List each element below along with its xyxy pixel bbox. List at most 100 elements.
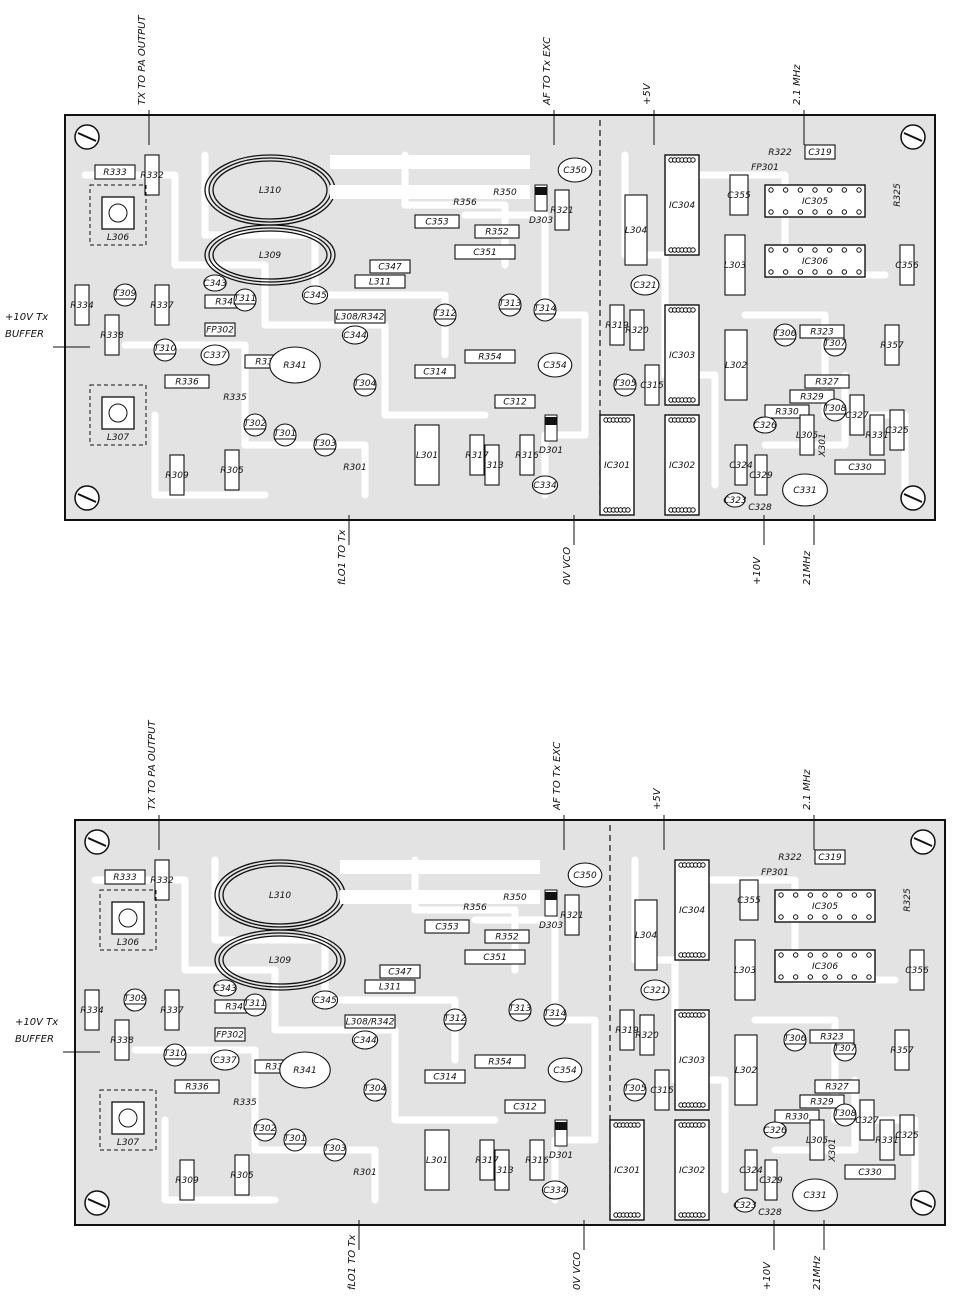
component-label: R329 bbox=[810, 1098, 834, 1108]
component-label: R341 bbox=[283, 361, 306, 371]
resistor bbox=[734, 444, 748, 486]
ic-pin bbox=[807, 914, 814, 920]
resistor bbox=[224, 449, 240, 491]
resistor bbox=[414, 424, 440, 486]
component-label: C328 bbox=[748, 503, 772, 513]
component-label: R350 bbox=[493, 188, 517, 198]
ic-pin bbox=[782, 187, 789, 193]
component-label: C321 bbox=[643, 986, 666, 996]
component-label: L303 bbox=[734, 966, 756, 976]
capacitor bbox=[541, 1180, 569, 1200]
ic-pin bbox=[822, 952, 828, 958]
component-label: R335 bbox=[233, 1098, 257, 1108]
component-label: R317 bbox=[465, 451, 489, 461]
component-label: IC304 bbox=[679, 906, 705, 916]
resistor bbox=[114, 1019, 130, 1061]
component-label: T305 bbox=[624, 1084, 647, 1094]
copper-trace bbox=[151, 411, 269, 499]
ic-pin bbox=[778, 952, 784, 958]
ic-pin bbox=[625, 507, 631, 513]
component-label: L307 bbox=[107, 433, 129, 443]
capacitor bbox=[557, 157, 593, 183]
capacitor bbox=[630, 274, 660, 296]
resistor bbox=[619, 1009, 635, 1051]
resistor bbox=[519, 434, 535, 476]
integrated-circuit bbox=[674, 1009, 710, 1111]
ic-pin bbox=[700, 1102, 706, 1108]
ic-pin bbox=[792, 974, 799, 980]
component-label: R337 bbox=[150, 301, 174, 311]
component-label: L305 bbox=[806, 1136, 828, 1146]
component-label: L306 bbox=[107, 233, 129, 243]
component-label: L302 bbox=[725, 361, 747, 371]
resistor bbox=[844, 1164, 896, 1180]
label-plus5v: +5V bbox=[652, 787, 663, 810]
capacitor bbox=[531, 475, 559, 495]
ic-pin bbox=[826, 247, 833, 253]
inductor-coil bbox=[222, 935, 338, 985]
trace-bar bbox=[330, 155, 530, 169]
component-label: C356 bbox=[895, 261, 919, 271]
component-label: T306 bbox=[774, 329, 797, 339]
trace-bar bbox=[340, 860, 540, 874]
component-label: IC306 bbox=[812, 962, 838, 972]
shield-can bbox=[99, 889, 157, 951]
component-label: D301 bbox=[549, 1151, 573, 1161]
component-label: R327 bbox=[815, 378, 839, 388]
transistor bbox=[773, 323, 797, 347]
trace-bar bbox=[330, 185, 530, 199]
resistor bbox=[469, 434, 485, 476]
resistor bbox=[799, 1094, 845, 1109]
resistor bbox=[654, 1069, 670, 1111]
resistor bbox=[344, 1014, 396, 1029]
ic-pin bbox=[690, 247, 696, 253]
resistor bbox=[639, 1014, 655, 1056]
resistor bbox=[84, 989, 100, 1031]
component-label: C324 bbox=[739, 1166, 763, 1176]
label-mhz-top: 2.1 MHz bbox=[792, 64, 803, 105]
label-mhz-top: 2.1 MHz bbox=[802, 769, 813, 810]
component-label: L306 bbox=[117, 938, 139, 948]
component-label: R319 bbox=[615, 1026, 639, 1036]
resistor bbox=[774, 1109, 820, 1124]
component-label: T309 bbox=[114, 289, 137, 299]
shield-can bbox=[89, 184, 147, 246]
component-label: C330 bbox=[848, 463, 872, 473]
component-label: C345 bbox=[303, 291, 327, 301]
adjust-core-icon bbox=[118, 1108, 138, 1128]
copper-trace bbox=[131, 1046, 379, 1204]
transistor bbox=[833, 1103, 857, 1127]
component-label: R316 bbox=[525, 1156, 549, 1166]
transformer bbox=[111, 1101, 145, 1135]
component-label: C347 bbox=[378, 263, 402, 273]
component-label: C321 bbox=[633, 281, 656, 291]
component-label: R339 bbox=[265, 1063, 289, 1073]
transistor bbox=[623, 1078, 647, 1102]
component-label: R331 bbox=[865, 431, 888, 441]
capacitor bbox=[213, 979, 237, 997]
screw-slot bbox=[913, 1198, 933, 1208]
transistor bbox=[233, 288, 257, 312]
component-label: R325 bbox=[903, 888, 913, 912]
resistor bbox=[849, 394, 865, 436]
component-label: R356 bbox=[453, 198, 477, 208]
resistor bbox=[609, 304, 625, 346]
component-label: C327 bbox=[845, 411, 869, 421]
ic-pin bbox=[792, 952, 799, 958]
component-label: R323 bbox=[810, 328, 834, 338]
component-label: R357 bbox=[880, 341, 904, 351]
component-label: L310 bbox=[269, 891, 291, 901]
ic-pin bbox=[792, 914, 799, 920]
ic-pin bbox=[700, 1122, 706, 1128]
component-label: D303 bbox=[529, 216, 553, 226]
component-label: R317 bbox=[475, 1156, 499, 1166]
resistor bbox=[174, 1079, 220, 1094]
component-label: R301 bbox=[353, 1168, 376, 1178]
copper-trace bbox=[81, 171, 489, 419]
label-buffer: BUFFER bbox=[15, 1034, 54, 1045]
label-plus10v-tx: +10V Tx bbox=[15, 1017, 58, 1028]
transistor bbox=[323, 1138, 347, 1162]
component-label: FP301 bbox=[761, 868, 789, 878]
adjust-core-icon bbox=[108, 403, 128, 423]
